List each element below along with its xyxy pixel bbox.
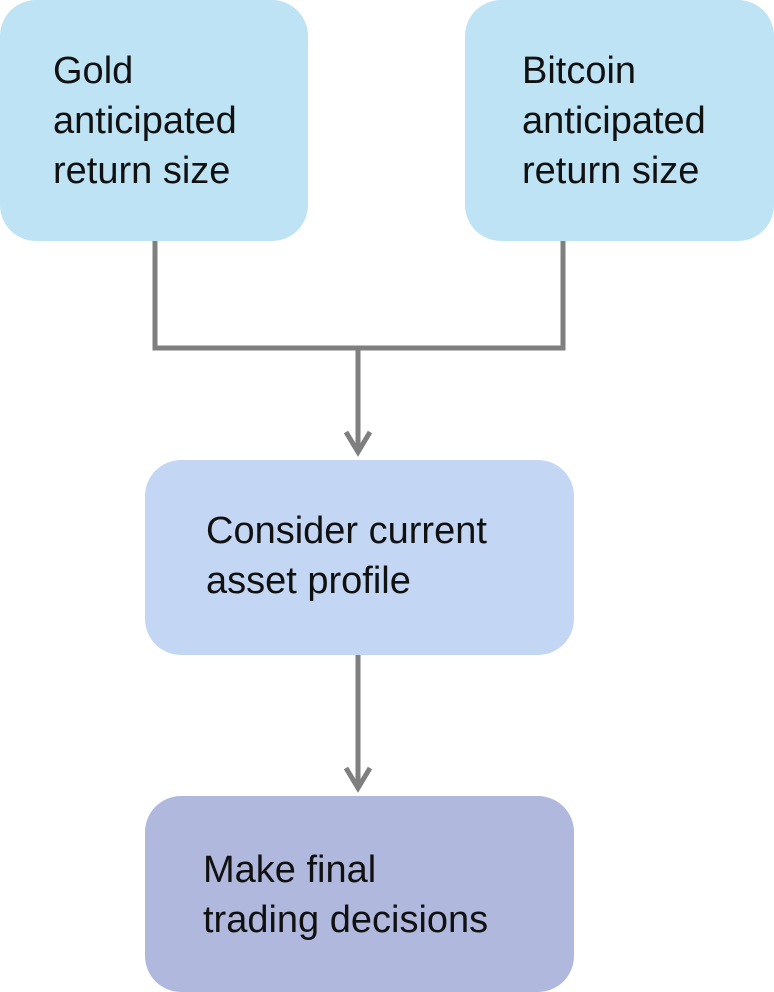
gold-return-node: Gold anticipated return size — [0, 0, 308, 241]
arrowhead-to-decide — [343, 766, 373, 793]
gold-return-label: Gold anticipated return size — [53, 50, 237, 192]
bitcoin-return-label: Bitcoin anticipated return size — [522, 50, 706, 192]
bitcoin-return-node: Bitcoin anticipated return size — [465, 0, 774, 241]
final-decisions-label: Make final trading decisions — [203, 849, 489, 941]
connector-bitcoin-branch — [358, 241, 566, 351]
final-decisions-node: Make final trading decisions — [145, 796, 574, 992]
arrowhead-to-consider — [343, 430, 373, 457]
consider-profile-label: Consider current asset profile — [206, 510, 487, 602]
consider-profile-node: Consider current asset profile — [145, 460, 574, 655]
connector-gold-branch — [152, 241, 358, 351]
